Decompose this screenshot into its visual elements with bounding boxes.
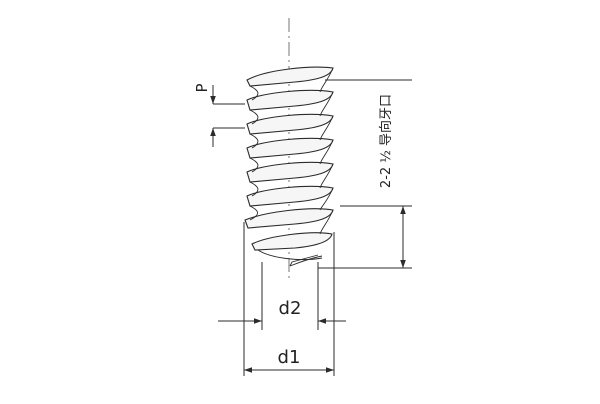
thread-length-dimension <box>318 79 412 269</box>
thread-crest-4 <box>246 137 334 159</box>
minor-diameter-label: d2 <box>279 298 302 319</box>
pitch-label: P <box>193 83 211 92</box>
major-diameter-label: d1 <box>278 347 301 368</box>
thread-crest-7 <box>244 208 334 229</box>
pitch-dimension <box>210 85 245 147</box>
thread-length-label: 2-2 ½ 导向牙口 <box>378 94 394 188</box>
thread-roots <box>249 67 334 267</box>
thread-crest-3 <box>246 113 334 135</box>
thread-crest-8 <box>251 232 333 251</box>
thread-crest-6 <box>246 185 334 207</box>
thread-crest-1 <box>246 66 334 87</box>
screw-thread <box>244 66 334 251</box>
major-diameter-dimension <box>243 222 335 376</box>
thread-crest-2 <box>246 89 334 111</box>
minor-diameter-dimension <box>218 262 346 330</box>
thread-crest-5 <box>246 161 334 183</box>
